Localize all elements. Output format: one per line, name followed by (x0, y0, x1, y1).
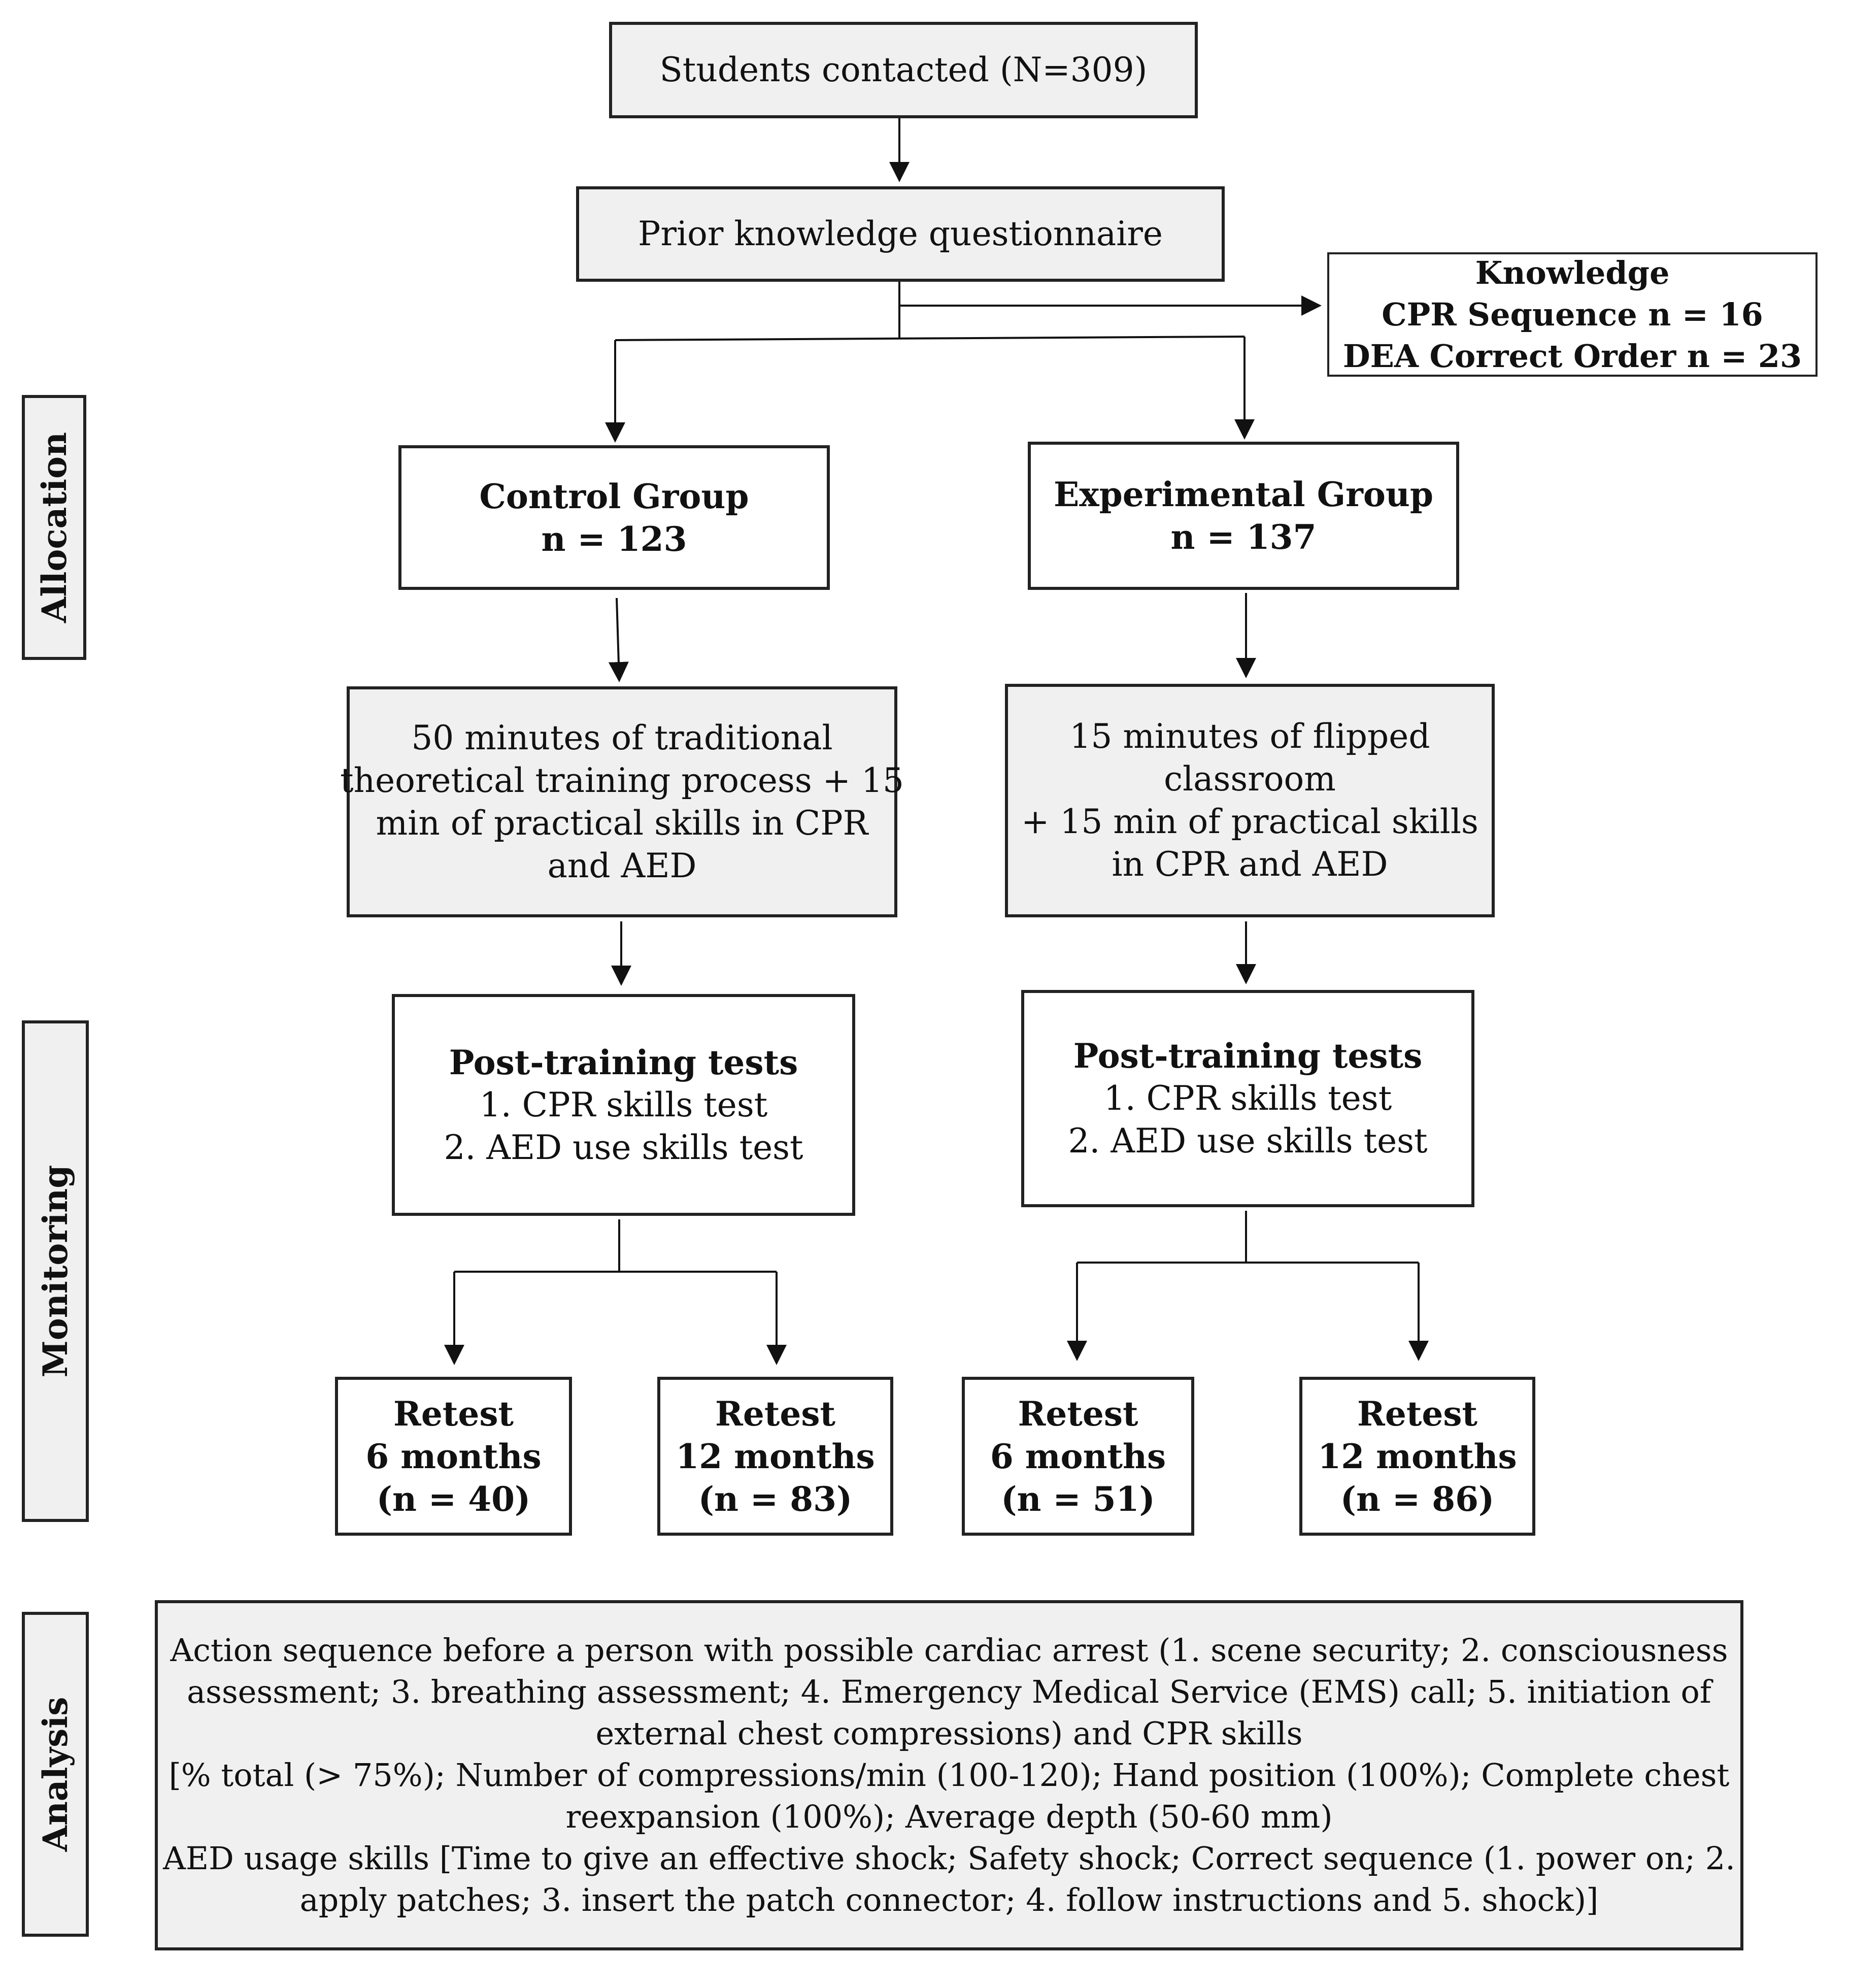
analysis-line: [% total (> 75%); Number of compressions… (169, 1757, 1730, 1794)
experimental-tests-title: Post-training tests (1073, 1036, 1423, 1076)
control-test-aed: 2. AED use skills test (444, 1128, 803, 1167)
analysis-line: Action sequence before a person with pos… (170, 1632, 1728, 1669)
analysis-line: apply patches; 3. insert the patch conne… (299, 1881, 1599, 1918)
retest-title: Retest (1357, 1394, 1477, 1434)
retest-title: Retest (715, 1394, 835, 1434)
experimental-training-line: classroom (1164, 759, 1336, 799)
knowledge-title: Knowledge (1475, 254, 1670, 291)
retest-n: (n = 40) (376, 1479, 531, 1519)
retest-n: (n = 86) (1340, 1479, 1495, 1519)
arrow-control-to-training (608, 598, 629, 682)
retest-period: 6 months (990, 1436, 1166, 1476)
stage-monitoring: Monitoring (22, 1020, 89, 1522)
experimental-test-cpr: 1. CPR skills test (1103, 1079, 1392, 1118)
stage-monitoring-label: Monitoring (36, 1165, 75, 1378)
control-retest-6-box: Retest 6 months (n = 40) (335, 1377, 572, 1536)
experimental-retest-6-box: Retest 6 months (n = 51) (962, 1377, 1194, 1536)
stage-analysis: Analysis (22, 1612, 89, 1937)
experimental-training-line: in CPR and AED (1112, 845, 1388, 884)
control-training-box: 50 minutes of traditional theoretical tr… (340, 686, 904, 917)
control-training-line: 50 minutes of traditional (411, 718, 833, 757)
control-group-n: n = 123 (541, 519, 687, 559)
control-training-line: and AED (547, 846, 697, 885)
experimental-group-box: Experimental Group n = 137 (1028, 442, 1459, 590)
experimental-training-box: 15 minutes of flipped classroom + 15 min… (1005, 684, 1495, 917)
retest-period: 12 months (676, 1436, 875, 1476)
experimental-tests-box: Post-training tests 1. CPR skills test 2… (1021, 990, 1474, 1207)
knowledge-cpr-sequence: CPR Sequence n = 16 (1382, 295, 1763, 333)
control-group-box: Control Group n = 123 (398, 445, 830, 590)
retest-n: (n = 51) (1001, 1479, 1155, 1519)
stage-allocation-label: Allocation (34, 432, 74, 623)
questionnaire-label: Prior knowledge questionnaire (638, 214, 1163, 253)
retest-n: (n = 83) (698, 1479, 853, 1519)
control-test-cpr: 1. CPR skills test (479, 1085, 768, 1124)
knowledge-dea-order: DEA Correct Order n = 23 (1342, 337, 1802, 375)
experimental-training-line: + 15 min of practical skills (1021, 802, 1478, 841)
stage-analysis-label: Analysis (36, 1697, 75, 1852)
experimental-training-line: 15 minutes of flipped (1069, 717, 1430, 756)
analysis-line: external chest compressions) and CPR ski… (595, 1715, 1303, 1752)
control-group-title: Control Group (479, 476, 749, 516)
retest-period: 6 months (365, 1436, 542, 1476)
analysis-box: Action sequence before a person with pos… (155, 1600, 1743, 1950)
experimental-test-aed: 2. AED use skills test (1068, 1121, 1428, 1161)
retest-title: Retest (393, 1394, 514, 1434)
control-training-line: theoretical training process + 15 (340, 760, 904, 800)
students-contacted-box: Students contacted (N=309) (609, 22, 1198, 118)
knowledge-box: Knowledge CPR Sequence n = 16 DEA Correc… (1327, 252, 1818, 377)
experimental-retest-12-box: Retest 12 months (n = 86) (1299, 1377, 1535, 1536)
questionnaire-box: Prior knowledge questionnaire (576, 186, 1225, 282)
stage-allocation: Allocation (22, 395, 86, 660)
control-tests-box: Post-training tests 1. CPR skills test 2… (392, 994, 855, 1216)
line-branch-horizontal (615, 336, 1245, 341)
control-training-line: min of practical skills in CPR (376, 803, 868, 843)
analysis-line: reexpansion (100%); Average depth (50-60… (565, 1798, 1333, 1835)
analysis-line: AED usage skills [Time to give an effect… (163, 1840, 1735, 1877)
experimental-group-title: Experimental Group (1053, 475, 1434, 514)
analysis-line: assessment; 3. breathing assessment; 4. … (187, 1673, 1711, 1710)
retest-period: 12 months (1318, 1436, 1517, 1476)
students-contacted-label: Students contacted (N=309) (659, 50, 1148, 89)
retest-title: Retest (1018, 1394, 1138, 1434)
control-tests-title: Post-training tests (449, 1042, 798, 1082)
control-retest-12-box: Retest 12 months (n = 83) (657, 1377, 893, 1536)
experimental-group-n: n = 137 (1170, 517, 1317, 557)
